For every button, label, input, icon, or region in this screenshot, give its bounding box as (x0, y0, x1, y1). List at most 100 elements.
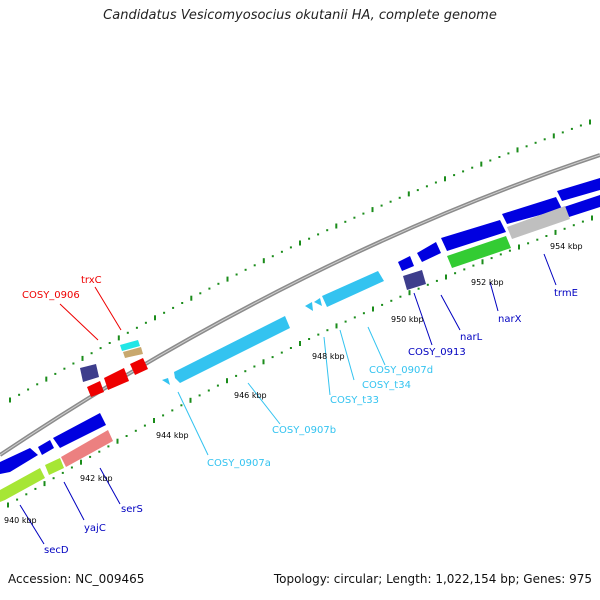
scale-dot (217, 282, 220, 285)
scale-dot (579, 124, 582, 127)
forward-genes (0, 178, 600, 474)
scale-dot (36, 383, 39, 386)
reverse-genes (0, 206, 570, 502)
scale-dot (372, 306, 374, 312)
scale-dot (390, 299, 393, 302)
scale-dot (172, 306, 175, 309)
gene-label[interactable]: COSY_t33 (330, 395, 379, 406)
gene-green[interactable] (447, 236, 511, 268)
scale-dot (536, 238, 539, 241)
scale-dot (72, 362, 75, 365)
scale-dot (226, 378, 228, 384)
scale-dot (561, 131, 564, 134)
tick-label: 952 kbp (471, 278, 504, 287)
scale-dot (99, 347, 102, 350)
scale-dot (45, 376, 48, 382)
gene-label[interactable]: trxC (81, 275, 102, 286)
scale-dot (271, 255, 274, 258)
scale-dot (16, 498, 19, 501)
gene-red[interactable] (87, 381, 104, 397)
scale-dot (125, 435, 128, 437)
gene-red[interactable] (104, 368, 129, 390)
scale-dot (63, 367, 66, 370)
gene-blue[interactable] (564, 195, 600, 217)
gene-label[interactable]: yajC (84, 523, 106, 534)
scale-dot (61, 471, 64, 474)
gene-blue[interactable] (398, 256, 414, 271)
gene-label[interactable]: COSY_0913 (408, 347, 466, 358)
gene-blue[interactable] (557, 178, 600, 201)
gene-label[interactable]: trmE (554, 288, 578, 299)
gene-label[interactable]: COSY_t34 (362, 380, 411, 391)
scale-dot (480, 161, 483, 167)
backbone (0, 153, 600, 457)
scale-dot (180, 404, 183, 407)
scale-dot (381, 303, 384, 306)
gene-cyan[interactable] (322, 271, 384, 307)
scale-dot (27, 388, 30, 391)
gene-blue[interactable] (0, 448, 38, 474)
gene-blue[interactable] (502, 197, 562, 224)
scale-dot (416, 189, 419, 192)
gene-yellowgreen[interactable] (0, 468, 45, 502)
tick-label: 942 kbp (80, 474, 113, 483)
scale-dot (518, 244, 520, 250)
scale-dot (299, 341, 301, 346)
gene-label[interactable]: serS (121, 504, 143, 515)
scale-dot (52, 477, 55, 480)
scale-dot (399, 295, 402, 298)
gene-label[interactable]: narX (498, 314, 522, 325)
gene-red[interactable] (130, 358, 148, 375)
scale-dot (435, 279, 438, 282)
gene-blue[interactable] (38, 440, 54, 455)
scale-dot (262, 359, 265, 365)
scale-dot (353, 316, 356, 319)
scale-dot (190, 295, 193, 301)
scale-dot (543, 138, 546, 141)
scale-dot (244, 370, 247, 373)
gene-label[interactable]: COSY_0907a (207, 458, 271, 469)
gene-tan[interactable] (123, 347, 143, 358)
gene-gray[interactable] (507, 206, 570, 239)
gene-blue[interactable] (417, 242, 441, 262)
scale-dot (7, 502, 9, 508)
gene-purple[interactable] (403, 270, 426, 290)
gene-purple[interactable] (80, 364, 99, 382)
gene-pink[interactable] (61, 430, 113, 467)
scale-dot (572, 224, 575, 227)
backbone-line (0, 153, 600, 457)
scale-dot (289, 246, 292, 249)
scale-dot (189, 397, 192, 403)
scale-dot (117, 335, 120, 341)
gene-cyan[interactable] (305, 302, 313, 311)
scale-dot (70, 466, 73, 469)
scale-dot (198, 394, 201, 397)
gene-cyan[interactable] (314, 298, 322, 306)
scale-dot (326, 229, 329, 232)
scale-dot (389, 200, 392, 203)
label-leaders (19, 253, 557, 545)
scale-dot (371, 207, 374, 213)
scale-dot (534, 141, 537, 144)
gene-cyan[interactable] (162, 378, 170, 385)
scale-dot (181, 302, 184, 304)
gene-cyan[interactable] (174, 316, 290, 383)
gene-blue[interactable] (53, 413, 106, 448)
gene-blue[interactable] (441, 220, 506, 251)
scale-dot (498, 156, 501, 158)
scale-dot (126, 331, 129, 334)
gene-label[interactable]: COSY_0906 (22, 290, 80, 301)
scale-dot (554, 229, 557, 235)
scale-dot (398, 196, 401, 199)
gene-yellowgreen[interactable] (45, 458, 64, 475)
gene-aqua[interactable] (120, 340, 140, 351)
gene-label[interactable]: COSY_0907b (272, 425, 336, 436)
gene-label[interactable]: narL (460, 332, 483, 343)
scale-dot (199, 292, 202, 295)
gene-label[interactable]: COSY_0907d (369, 365, 433, 376)
scale-dot (499, 253, 502, 256)
gene-label[interactable]: secD (44, 545, 69, 556)
scale-dot (490, 257, 493, 260)
scale-dot (308, 237, 311, 240)
scale-dot (317, 333, 320, 336)
